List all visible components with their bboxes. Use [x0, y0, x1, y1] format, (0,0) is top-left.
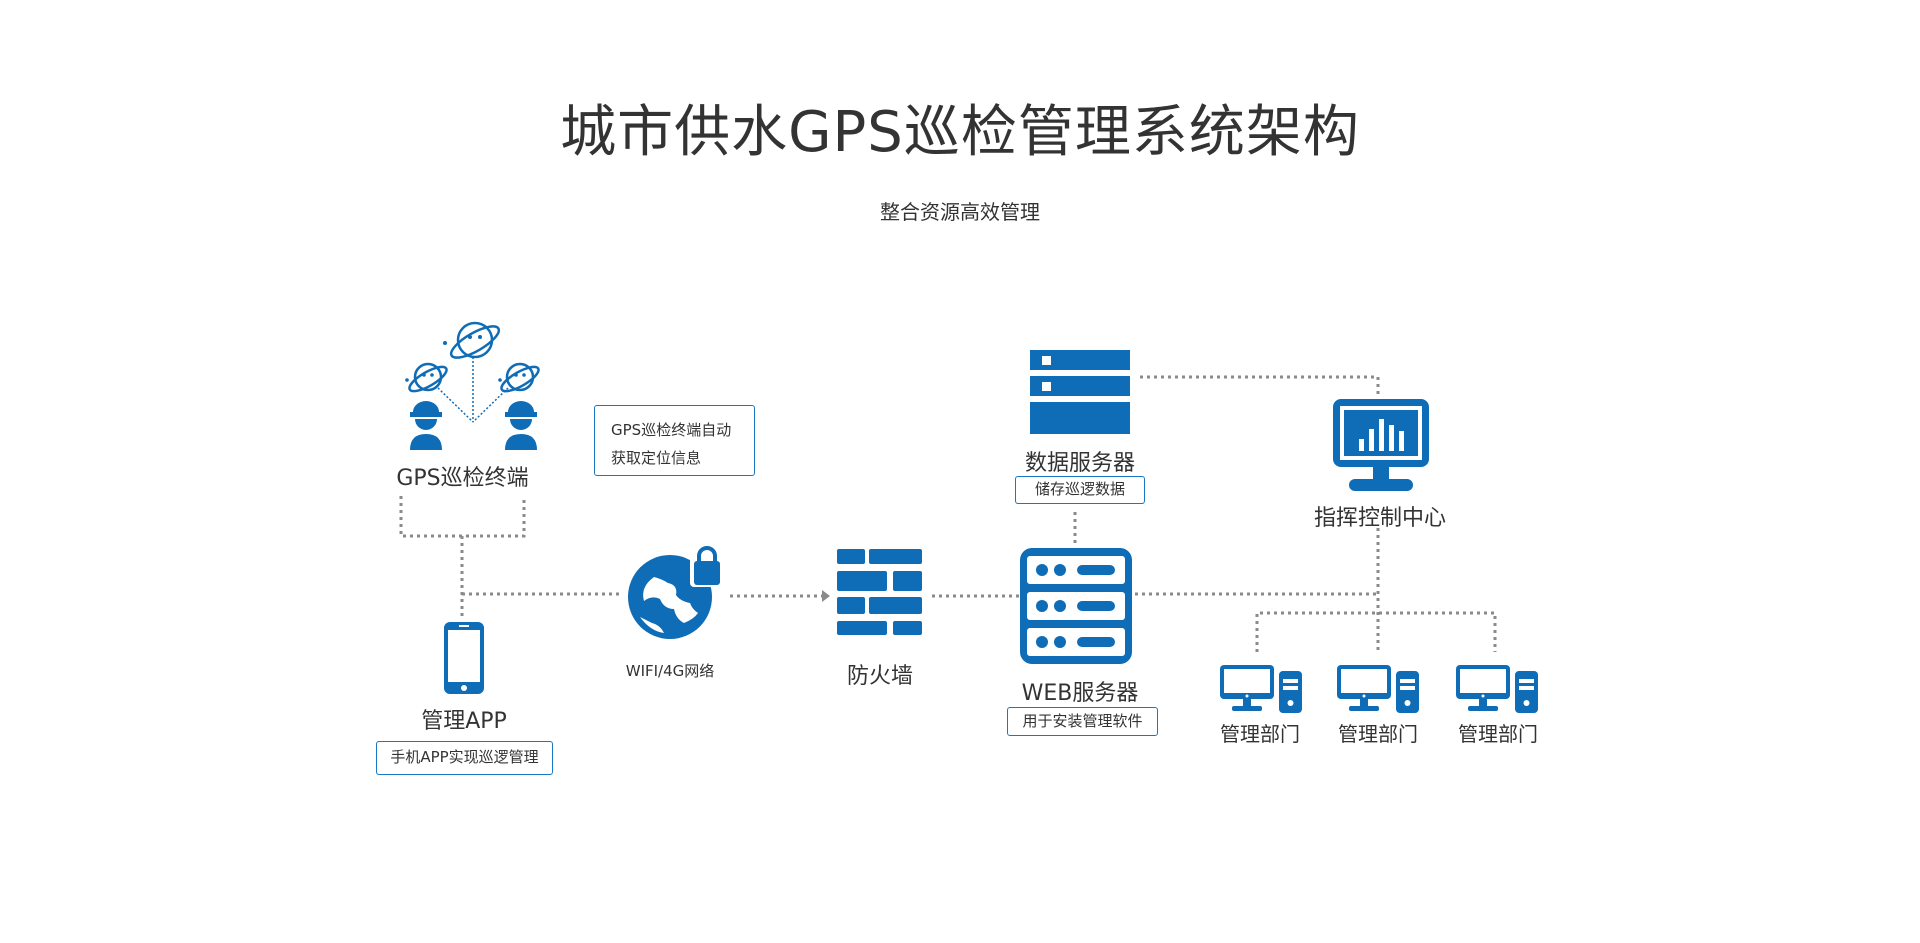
gps-terminal-label: GPS巡检终端: [396, 466, 529, 491]
globe-lock-icon: [628, 546, 722, 639]
desktop-computer-icon: [1456, 665, 1538, 713]
app-badge: 手机APP实现巡逻管理: [376, 741, 553, 775]
data-server-badge: 储存巡逻数据: [1015, 476, 1145, 504]
gps-info-box: GPS巡检终端自动 获取定位信息: [594, 405, 755, 476]
monitor-chart-icon: [1333, 399, 1429, 491]
gps-workers-satellites-icon: [405, 321, 540, 450]
network-label: WIFI/4G网络: [625, 662, 715, 680]
web-server-badge: 用于安装管理软件: [1007, 707, 1158, 736]
department-2-label: 管理部门: [1338, 722, 1418, 746]
gps-info-line1: GPS巡检终端自动: [611, 421, 732, 439]
worker-icons: [410, 401, 537, 450]
page-title: 城市供水GPS巡检管理系统架构: [560, 100, 1360, 165]
web-server-label: WEB服务器: [1021, 681, 1139, 706]
gps-info-line2: 获取定位信息: [611, 449, 702, 467]
web-server-icon: [1020, 548, 1132, 664]
desktop-computer-icon: [1220, 665, 1302, 713]
department-1-label: 管理部门: [1220, 722, 1300, 746]
gps-bracket-connector: [399, 496, 526, 538]
database-server-icon: [1030, 350, 1130, 434]
department-1: [1220, 665, 1302, 717]
desktop-computer-icon: [1337, 665, 1419, 713]
data-server-label: 数据服务器: [1024, 451, 1135, 476]
app-label: 管理APP: [421, 709, 507, 734]
page-subtitle: 整合资源高效管理: [880, 200, 1040, 224]
department-3: [1456, 665, 1538, 717]
department-2: [1337, 665, 1419, 717]
firewall-brick-icon: [837, 549, 922, 635]
firewall-label: 防火墙: [846, 664, 913, 689]
departments-bus-connector: [1255, 611, 1497, 652]
datasrv-to-center-connector: [1140, 375, 1380, 398]
command-center-label: 指挥控制中心: [1313, 506, 1446, 531]
arrow-head: [822, 590, 830, 602]
smartphone-icon: [444, 622, 484, 694]
department-3-label: 管理部门: [1458, 722, 1538, 746]
